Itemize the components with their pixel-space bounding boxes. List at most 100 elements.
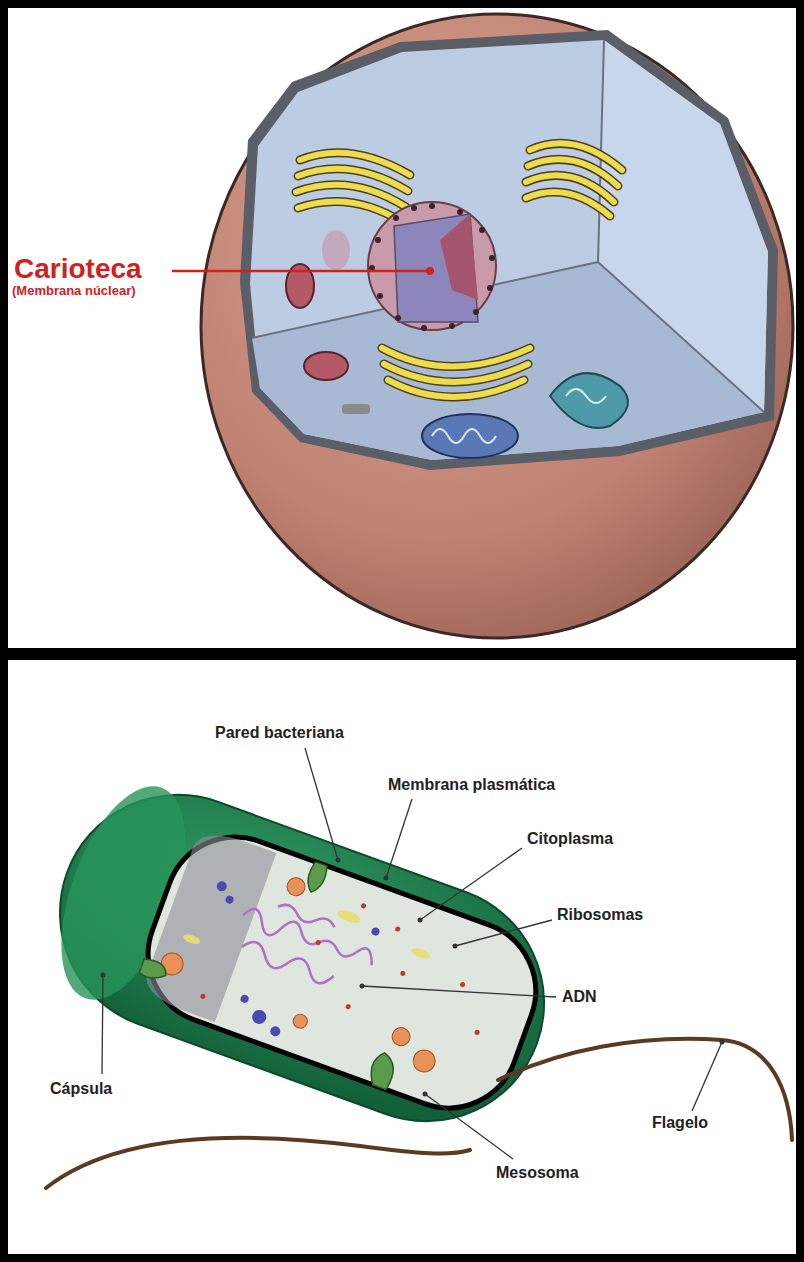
nucleus-part-part: [487, 285, 493, 291]
bacterium-part-part: [336, 908, 362, 926]
part-label: Citoplasma: [527, 830, 613, 848]
golgi-apparatus-part-part: [526, 192, 610, 216]
organelles-part: [550, 373, 628, 428]
organelles-part: [566, 389, 606, 403]
nucleus-part-part: [393, 215, 399, 221]
bacterium-part: [175, 871, 381, 1058]
leader-dot: [336, 858, 341, 863]
nucleus-part: [440, 214, 478, 300]
leader-lines: [102, 748, 722, 1159]
nucleus-part-part: [473, 309, 479, 315]
golgi-apparatus-part-part: [526, 192, 610, 216]
nucleus-part: [368, 202, 496, 330]
nucleus-part-part: [395, 315, 401, 321]
leader-lines-part: [692, 1042, 722, 1111]
bacterium-part-part: [285, 875, 308, 898]
bacterium-part-part: [304, 861, 329, 895]
bacterium-part-part: [224, 895, 234, 905]
nucleus-part-part: [411, 205, 417, 211]
leader-dot: [720, 1040, 725, 1045]
golgi-apparatus-part-part: [384, 364, 528, 382]
part-label: Ribosomas: [557, 906, 643, 924]
leader-line: [172, 267, 434, 275]
bacterium-part-part: [269, 1025, 282, 1038]
nucleus-part-part: [377, 293, 383, 299]
bacterium: [27, 762, 578, 1155]
frame-background-part: [8, 8, 796, 648]
bacterium-part-part: [239, 994, 249, 1004]
eukaryotic-cell: [201, 14, 793, 638]
nucleus-part-part: [457, 209, 463, 215]
organelles-part: [422, 414, 518, 458]
organelles-part: [342, 404, 370, 414]
bacterium-part-part: [345, 1004, 351, 1010]
organelles: [286, 230, 628, 458]
golgi-apparatus-part-part: [388, 380, 524, 397]
eukaryotic-cell-part: [240, 30, 778, 470]
bacterium-part: [182, 861, 435, 1022]
leader-dot: [418, 918, 423, 923]
bacterium-part-part: [410, 1047, 438, 1075]
nucleus-part-part: [375, 237, 381, 243]
leader-dot: [384, 876, 389, 881]
bacterium-part: [130, 818, 452, 1090]
golgi-apparatus-part-part: [526, 175, 614, 202]
part-label: Membrana plasmática: [388, 776, 555, 794]
bacterium-part-part: [315, 939, 321, 945]
nucleus-part-part: [479, 227, 485, 233]
leader-lines-part: [102, 975, 103, 1074]
bacterium-part-part: [182, 932, 202, 946]
part-label: Pared bacteriana: [215, 724, 344, 742]
bacterium-part: [27, 762, 578, 1155]
bacterium-part: [156, 844, 479, 1076]
bacterium-part-part: [250, 1008, 268, 1026]
leader-lines-part: [386, 799, 412, 878]
bacterium-part: [129, 817, 556, 1127]
organelles-part: [432, 429, 496, 443]
bacterium-part-part: [200, 993, 206, 999]
golgi-apparatus-part-part: [382, 348, 530, 367]
leader-dot: [101, 973, 106, 978]
leader-lines-part: [425, 1094, 513, 1159]
part-label: Flagelo: [652, 1114, 708, 1132]
nucleus-part-part: [449, 323, 455, 329]
nucleus-part-part: [421, 325, 427, 331]
flagellum-part: [498, 1039, 792, 1140]
leader-line-part: [172, 270, 428, 273]
nucleus: [368, 202, 496, 331]
golgi-apparatus-part-part: [528, 159, 618, 186]
bacterium-part-part: [366, 1051, 399, 1091]
bacterium-part-part: [394, 926, 400, 932]
bacterium-part-part: [459, 981, 465, 987]
part-label: Cápsula: [50, 1080, 112, 1098]
golgi-apparatus-part-part: [298, 202, 402, 222]
bacterium-part: [230, 892, 382, 999]
nucleus-part-part: [429, 203, 435, 209]
leader-lines-part: [305, 748, 338, 860]
structure-label: Carioteca: [14, 254, 142, 285]
part-label: Mesosoma: [496, 1164, 579, 1182]
part-label: ADN: [562, 988, 597, 1006]
golgi-apparatus-part-part: [298, 202, 402, 222]
leader-dot: [423, 1092, 428, 1097]
frame-background-part: [8, 660, 796, 1254]
bacterium-part-part: [400, 970, 406, 976]
nucleus-part: [394, 214, 478, 322]
bacterium-part-part: [139, 957, 170, 983]
nucleus-part-part: [489, 255, 495, 261]
leader-lines-part: [420, 848, 522, 920]
leader-lines-part: [455, 920, 552, 946]
bacterium-part-part: [360, 903, 366, 909]
golgi-apparatus-part-part: [530, 143, 622, 170]
bacterium-part-part: [291, 1012, 309, 1030]
bacterium-part-part: [215, 880, 228, 893]
bacterium-part-part: [474, 1029, 480, 1035]
leader-lines-part: [362, 986, 556, 997]
bacterium-part-part: [410, 946, 432, 960]
bacterium-part: [200, 862, 508, 1092]
structure-sublabel: (Membrana núclear): [12, 284, 136, 298]
eukaryotic-cell-part: [250, 40, 768, 460]
eukaryotic-cell-part: [598, 40, 768, 412]
